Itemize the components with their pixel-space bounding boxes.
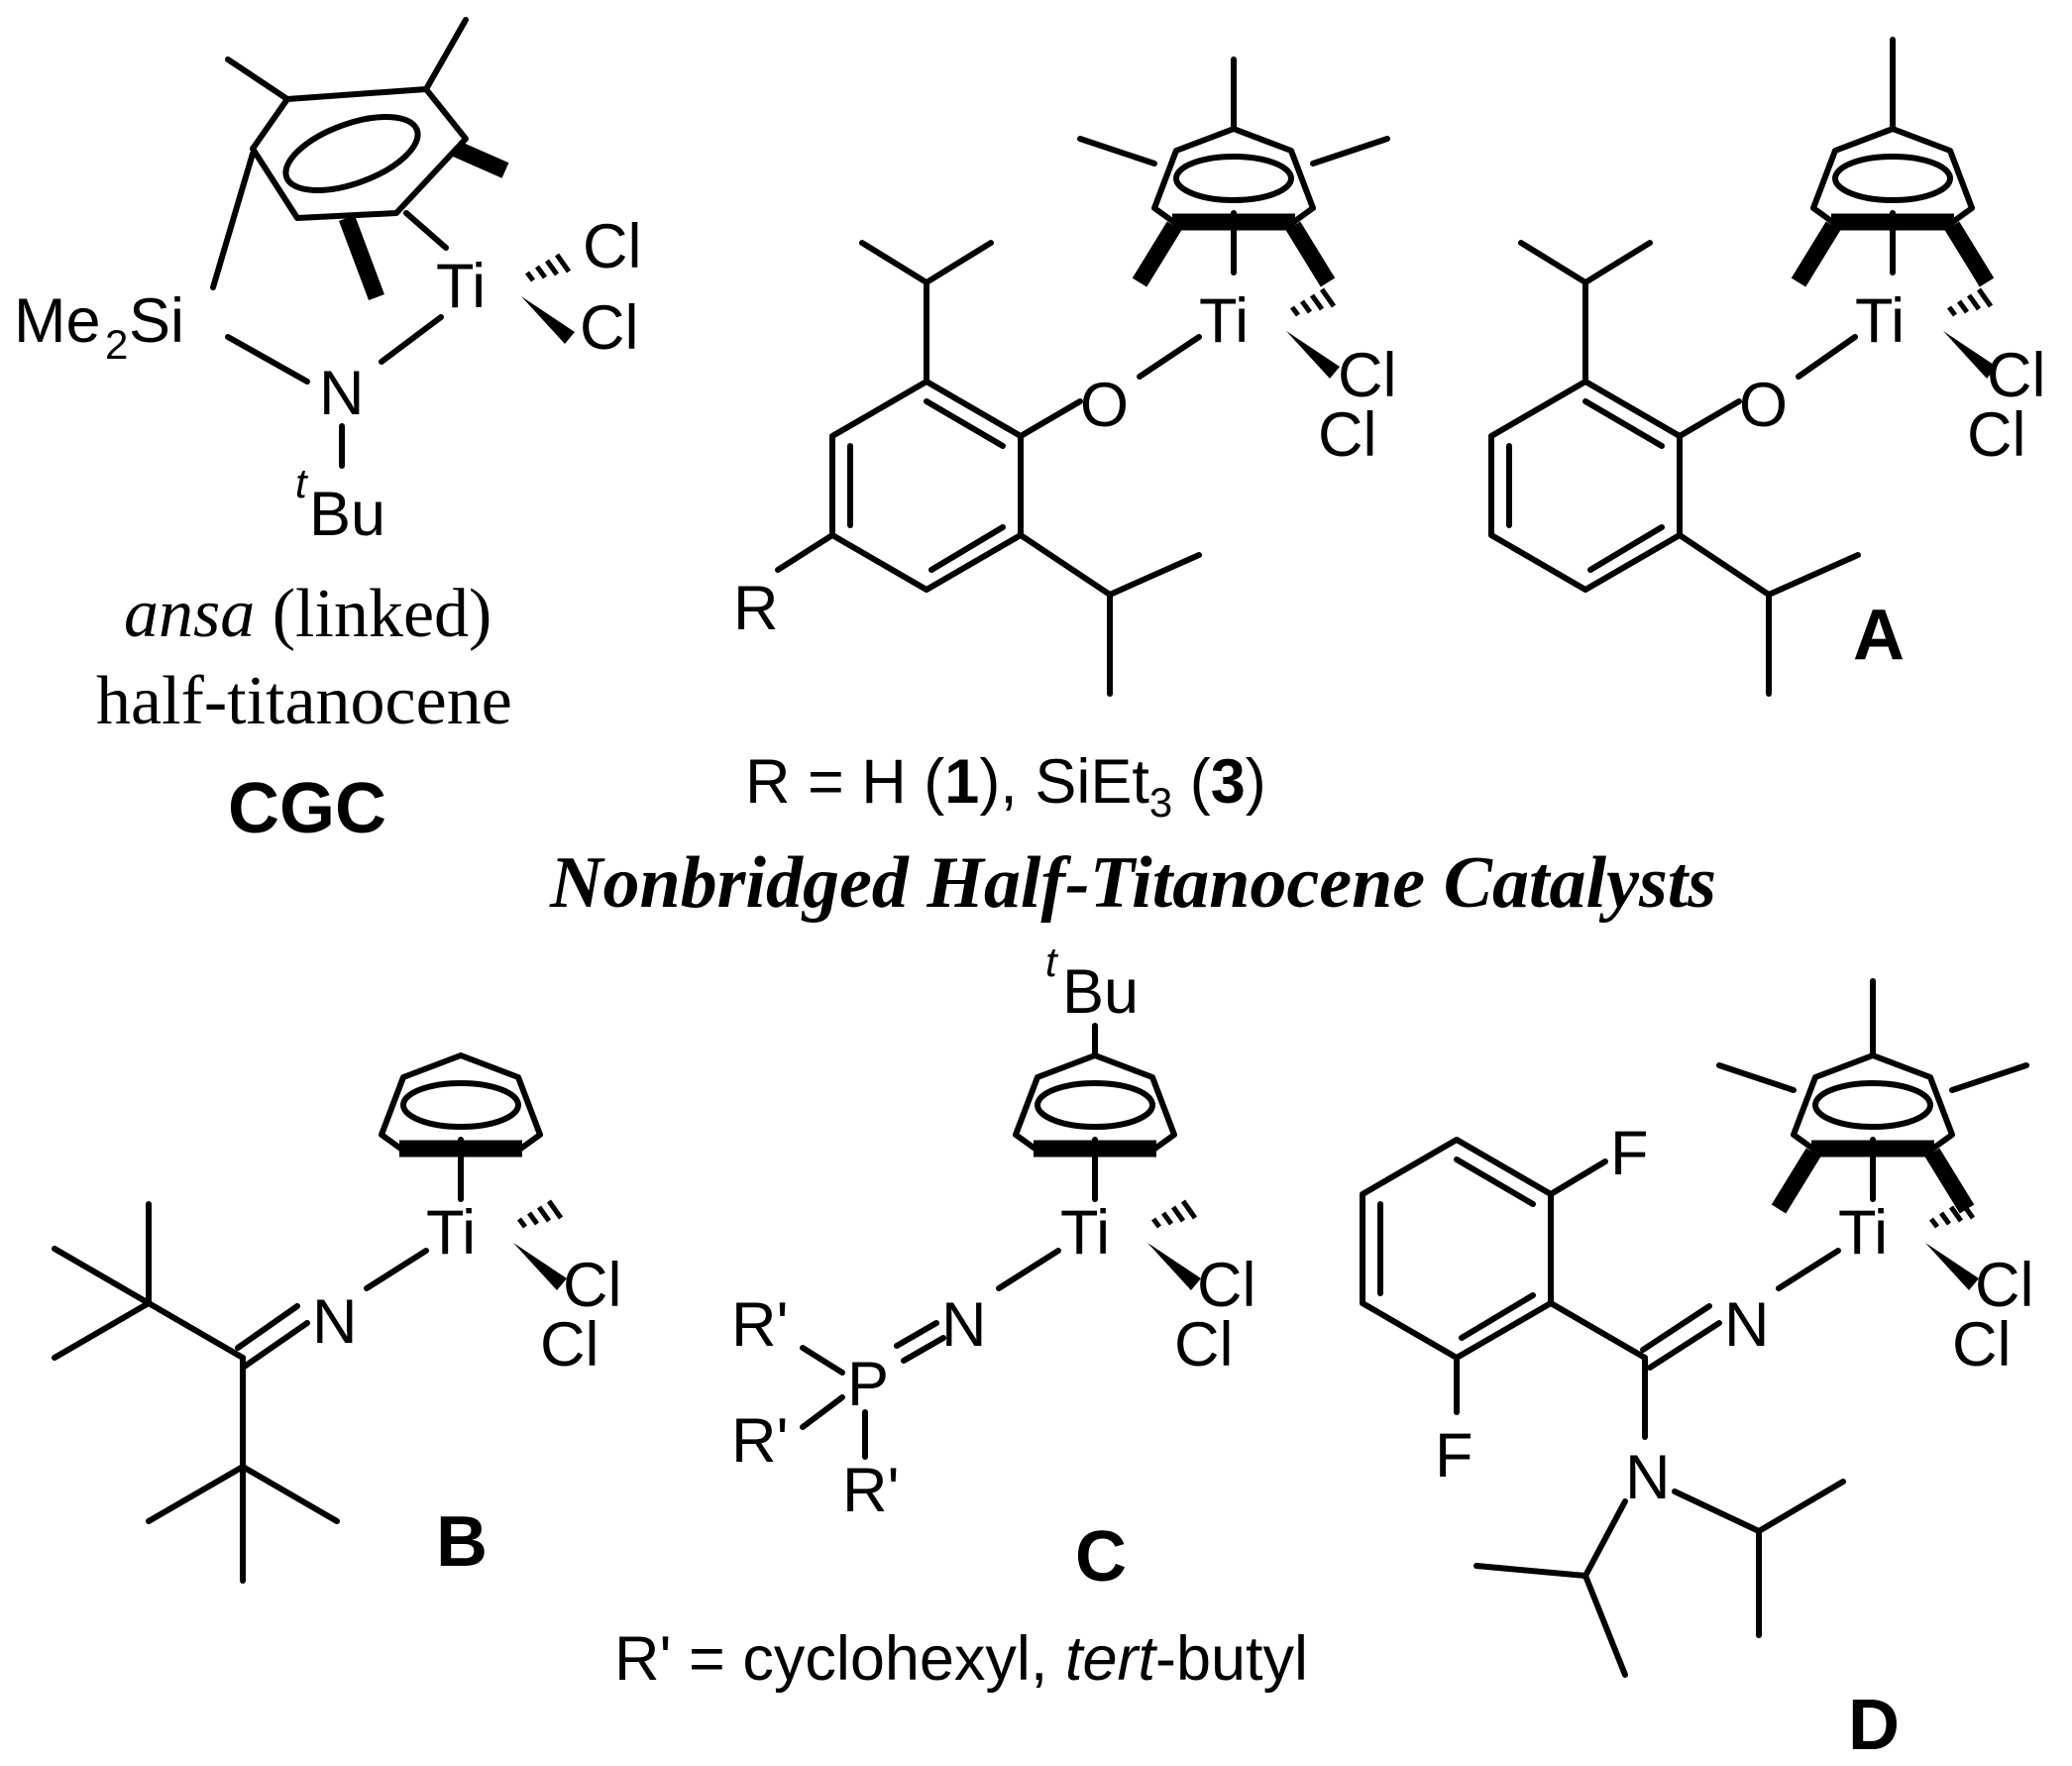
cgc-caption-line2: half-titanocene: [96, 663, 512, 739]
compound-c-p: P: [847, 1350, 889, 1419]
compound-d-cp-ring: [1716, 978, 2029, 1214]
compound-c-n: N: [941, 1290, 987, 1360]
compound-c-structure: t Bu Ti Cl Cl N P R' R' R' C R' = cycloh…: [614, 938, 1308, 1694]
compound-1-3-r: R: [733, 574, 779, 643]
compound-1-3-o: O: [1080, 371, 1129, 440]
compound-d-ti: Ti: [1838, 1198, 1888, 1268]
compound-d-n-2: N: [1625, 1443, 1671, 1512]
compound-b-cl-2: Cl: [540, 1310, 600, 1380]
compound-1-3-cp-ring: [1077, 56, 1390, 287]
compound-a-cp-ring: [1791, 37, 1995, 287]
compound-c-cl-1: Cl: [1197, 1251, 1256, 1320]
compound-a-aryl-ring: [1488, 240, 1861, 697]
compound-1-3-caption: R = H (1), SiEt3 (3): [745, 747, 1266, 826]
cgc-tbu-t: t: [295, 460, 309, 506]
compound-c-cl-2: Cl: [1174, 1310, 1234, 1380]
compound-1-3-cl-1: Cl: [1338, 341, 1397, 410]
cgc-cp-ring: [210, 17, 509, 300]
cgc-ti: Ti: [436, 252, 486, 321]
compound-b-structure: Ti Cl Cl N B: [52, 1055, 622, 1584]
cgc-me-subscript: 2: [105, 321, 128, 368]
compound-d-cl-1: Cl: [1975, 1251, 2034, 1320]
compound-a-ti: Ti: [1855, 286, 1905, 356]
compound-a-cl-2: Cl: [1967, 400, 2026, 470]
compound-c-r-3: R': [842, 1456, 900, 1525]
section-title: Nonbridged Half-Titanocene Catalysts: [549, 842, 1716, 924]
cgc-label: CGC: [228, 769, 386, 848]
compound-d-aryl-ring: [1360, 1137, 1648, 1415]
compound-d-f-2: F: [1435, 1421, 1472, 1490]
compound-c-cp-ring: [1016, 1023, 1174, 1202]
compound-b-cl-1: Cl: [563, 1251, 622, 1320]
compound-c-ti: Ti: [1060, 1198, 1110, 1268]
compound-c-r-1: R': [731, 1290, 789, 1360]
cgc-n: N: [319, 359, 365, 428]
compound-b-n: N: [312, 1287, 358, 1357]
compound-c-tbu-t: t: [1045, 938, 1059, 985]
compound-1-3-cl-2: Cl: [1318, 400, 1377, 470]
compound-d-cl-2: Cl: [1952, 1310, 2012, 1380]
cgc-tbu-bu: Bu: [309, 480, 385, 549]
compound-1-3-structure: Ti Cl Cl O R R = H (1), SiEt3 (3): [733, 56, 1397, 826]
compound-1-3-aryl-ring: [775, 240, 1202, 697]
cgc-structure: Me 2 Si Ti Cl Cl N t Bu ansa (linked) ha…: [14, 17, 642, 848]
compound-d-label: D: [1848, 1686, 1900, 1765]
compound-c-caption: R' = cyclohexyl, tert-butyl: [614, 1624, 1308, 1694]
compound-b-ti: Ti: [426, 1198, 476, 1268]
compound-a-cl-1: Cl: [1987, 341, 2046, 410]
compound-b-label: B: [436, 1502, 488, 1582]
cgc-me: Me: [14, 286, 101, 356]
cgc-cl-1: Cl: [583, 212, 642, 281]
cgc-caption-line1: ansa (linked): [124, 576, 491, 652]
compound-d-f-1: F: [1610, 1119, 1648, 1188]
compound-c-label: C: [1075, 1517, 1127, 1597]
compound-a-structure: Ti Cl Cl O A: [1488, 37, 2046, 697]
cgc-si: Si: [129, 286, 184, 356]
compound-d-n-1: N: [1724, 1290, 1770, 1360]
compound-d-structure: Ti Cl Cl N F F N D: [1360, 978, 2034, 1765]
compound-c-r-2: R': [731, 1406, 789, 1476]
compound-1-3-ti: Ti: [1199, 286, 1249, 356]
compound-b-cp-ring: [382, 1055, 540, 1202]
compound-a-o: O: [1739, 371, 1788, 440]
compound-a-label: A: [1853, 596, 1905, 675]
cgc-cl-2: Cl: [580, 293, 639, 363]
compound-c-tbu-bu: Bu: [1062, 957, 1139, 1027]
